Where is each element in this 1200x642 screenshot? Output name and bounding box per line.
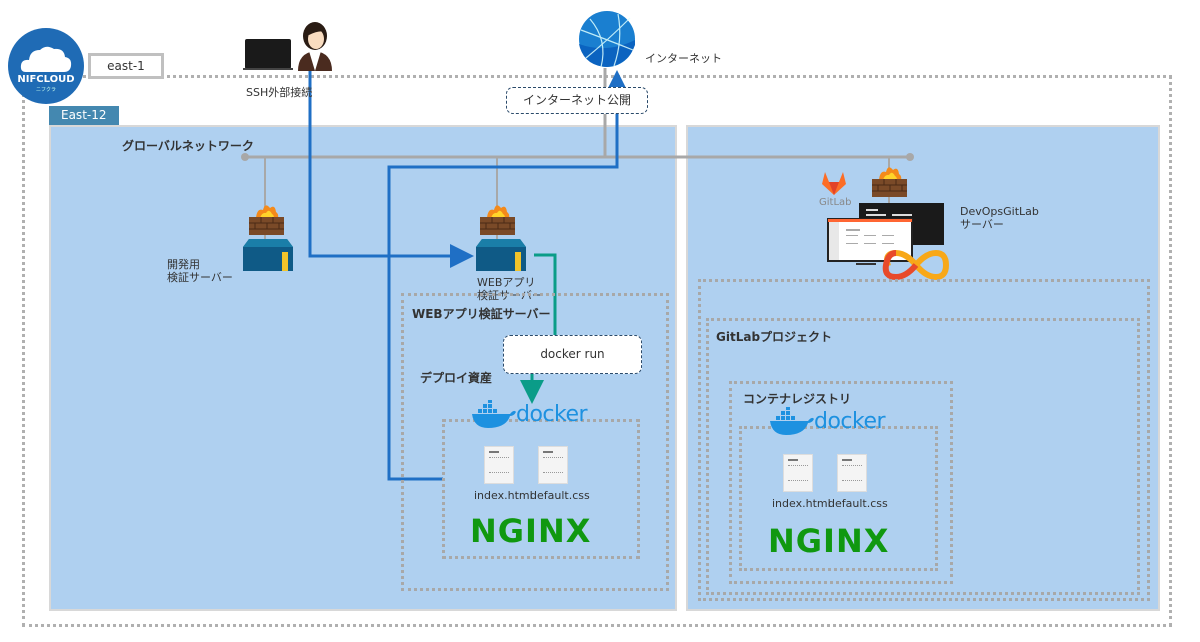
ssh-label: SSH外部接続 (246, 86, 313, 99)
web-file-index-label: index.html (474, 489, 533, 502)
zone-tag: East-12 (49, 106, 119, 125)
deploy-assets-label: デプロイ資産 (420, 371, 493, 385)
dev-server-label-1: 開発用 (167, 258, 200, 271)
publish-route (387, 70, 629, 481)
gitlab-server-label-2: サーバー (960, 218, 1004, 231)
web-docker-text: docker (516, 401, 588, 427)
web-file-css (538, 446, 568, 484)
region-tag: east-1 (88, 53, 164, 79)
bus-end-right (906, 153, 914, 161)
laptop-base (243, 68, 293, 70)
laptop-icon (245, 39, 291, 69)
nifcloud-logo: NIFCLOUD ニフクラ (8, 28, 84, 104)
docker-whale-icon (472, 400, 516, 428)
gitlab-server-box (698, 279, 1150, 601)
gitlab-logo-text: GitLab (819, 197, 852, 208)
region-east-1-boundary (22, 75, 1172, 627)
logo-text: NIFCLOUD (17, 74, 75, 85)
web-server-container-box (401, 293, 669, 591)
bus-end-left (241, 153, 249, 161)
docker-run-route (534, 253, 557, 335)
web-nginx-logo: NGINX (470, 512, 592, 550)
registry-nginx-logo: NGINX (768, 522, 890, 560)
web-firewall-icon (480, 205, 515, 235)
registry-title: コンテナレジストリ (743, 392, 852, 406)
dev-server-icon (243, 239, 293, 271)
globe-icon (579, 11, 635, 68)
docker-whale-icon (770, 407, 814, 435)
docker-run-label: docker run (503, 335, 642, 374)
devops-monitor-icon (827, 203, 949, 281)
cloud-icon (20, 46, 72, 72)
internet-globe (578, 10, 636, 72)
internet-publish-label: インターネット公開 (506, 87, 648, 114)
web-docker-logo: docker (470, 400, 588, 428)
gitlab-firewall-icon (872, 167, 907, 197)
web-server-box-title: WEBアプリ検証サーバー (412, 307, 551, 321)
web-file-css-label: default.css (530, 489, 590, 502)
registry-file-css (837, 454, 867, 492)
dev-firewall-icon (249, 205, 284, 235)
registry-file-index (783, 454, 813, 492)
registry-docker-logo: docker (768, 407, 886, 435)
registry-box (729, 381, 953, 584)
logo-subtext: ニフクラ (35, 87, 56, 93)
dev-server-label-2: 検証サーバー (167, 271, 233, 284)
web-server-icon (476, 239, 526, 271)
internet-label: インターネット (645, 52, 722, 65)
registry-file-css-label: default.css (828, 497, 888, 510)
registry-docker-container (739, 426, 938, 571)
user-avatar-icon (298, 22, 332, 71)
gitlab-server-label-1: DevOpsGitLab (960, 205, 1039, 218)
web-docker-container (442, 419, 640, 559)
gitlab-logo-icon (822, 172, 846, 195)
gitlab-project-box (706, 318, 1140, 595)
gitlab-project-title: GitLabプロジェクト (716, 330, 833, 344)
global-network-label: グローバルネットワーク (122, 139, 254, 153)
web-file-index (484, 446, 514, 484)
ssh-route (308, 70, 474, 268)
registry-file-index-label: index.html (772, 497, 831, 510)
registry-docker-text: docker (814, 408, 886, 434)
web-server-label-1: WEBアプリ (477, 276, 536, 289)
